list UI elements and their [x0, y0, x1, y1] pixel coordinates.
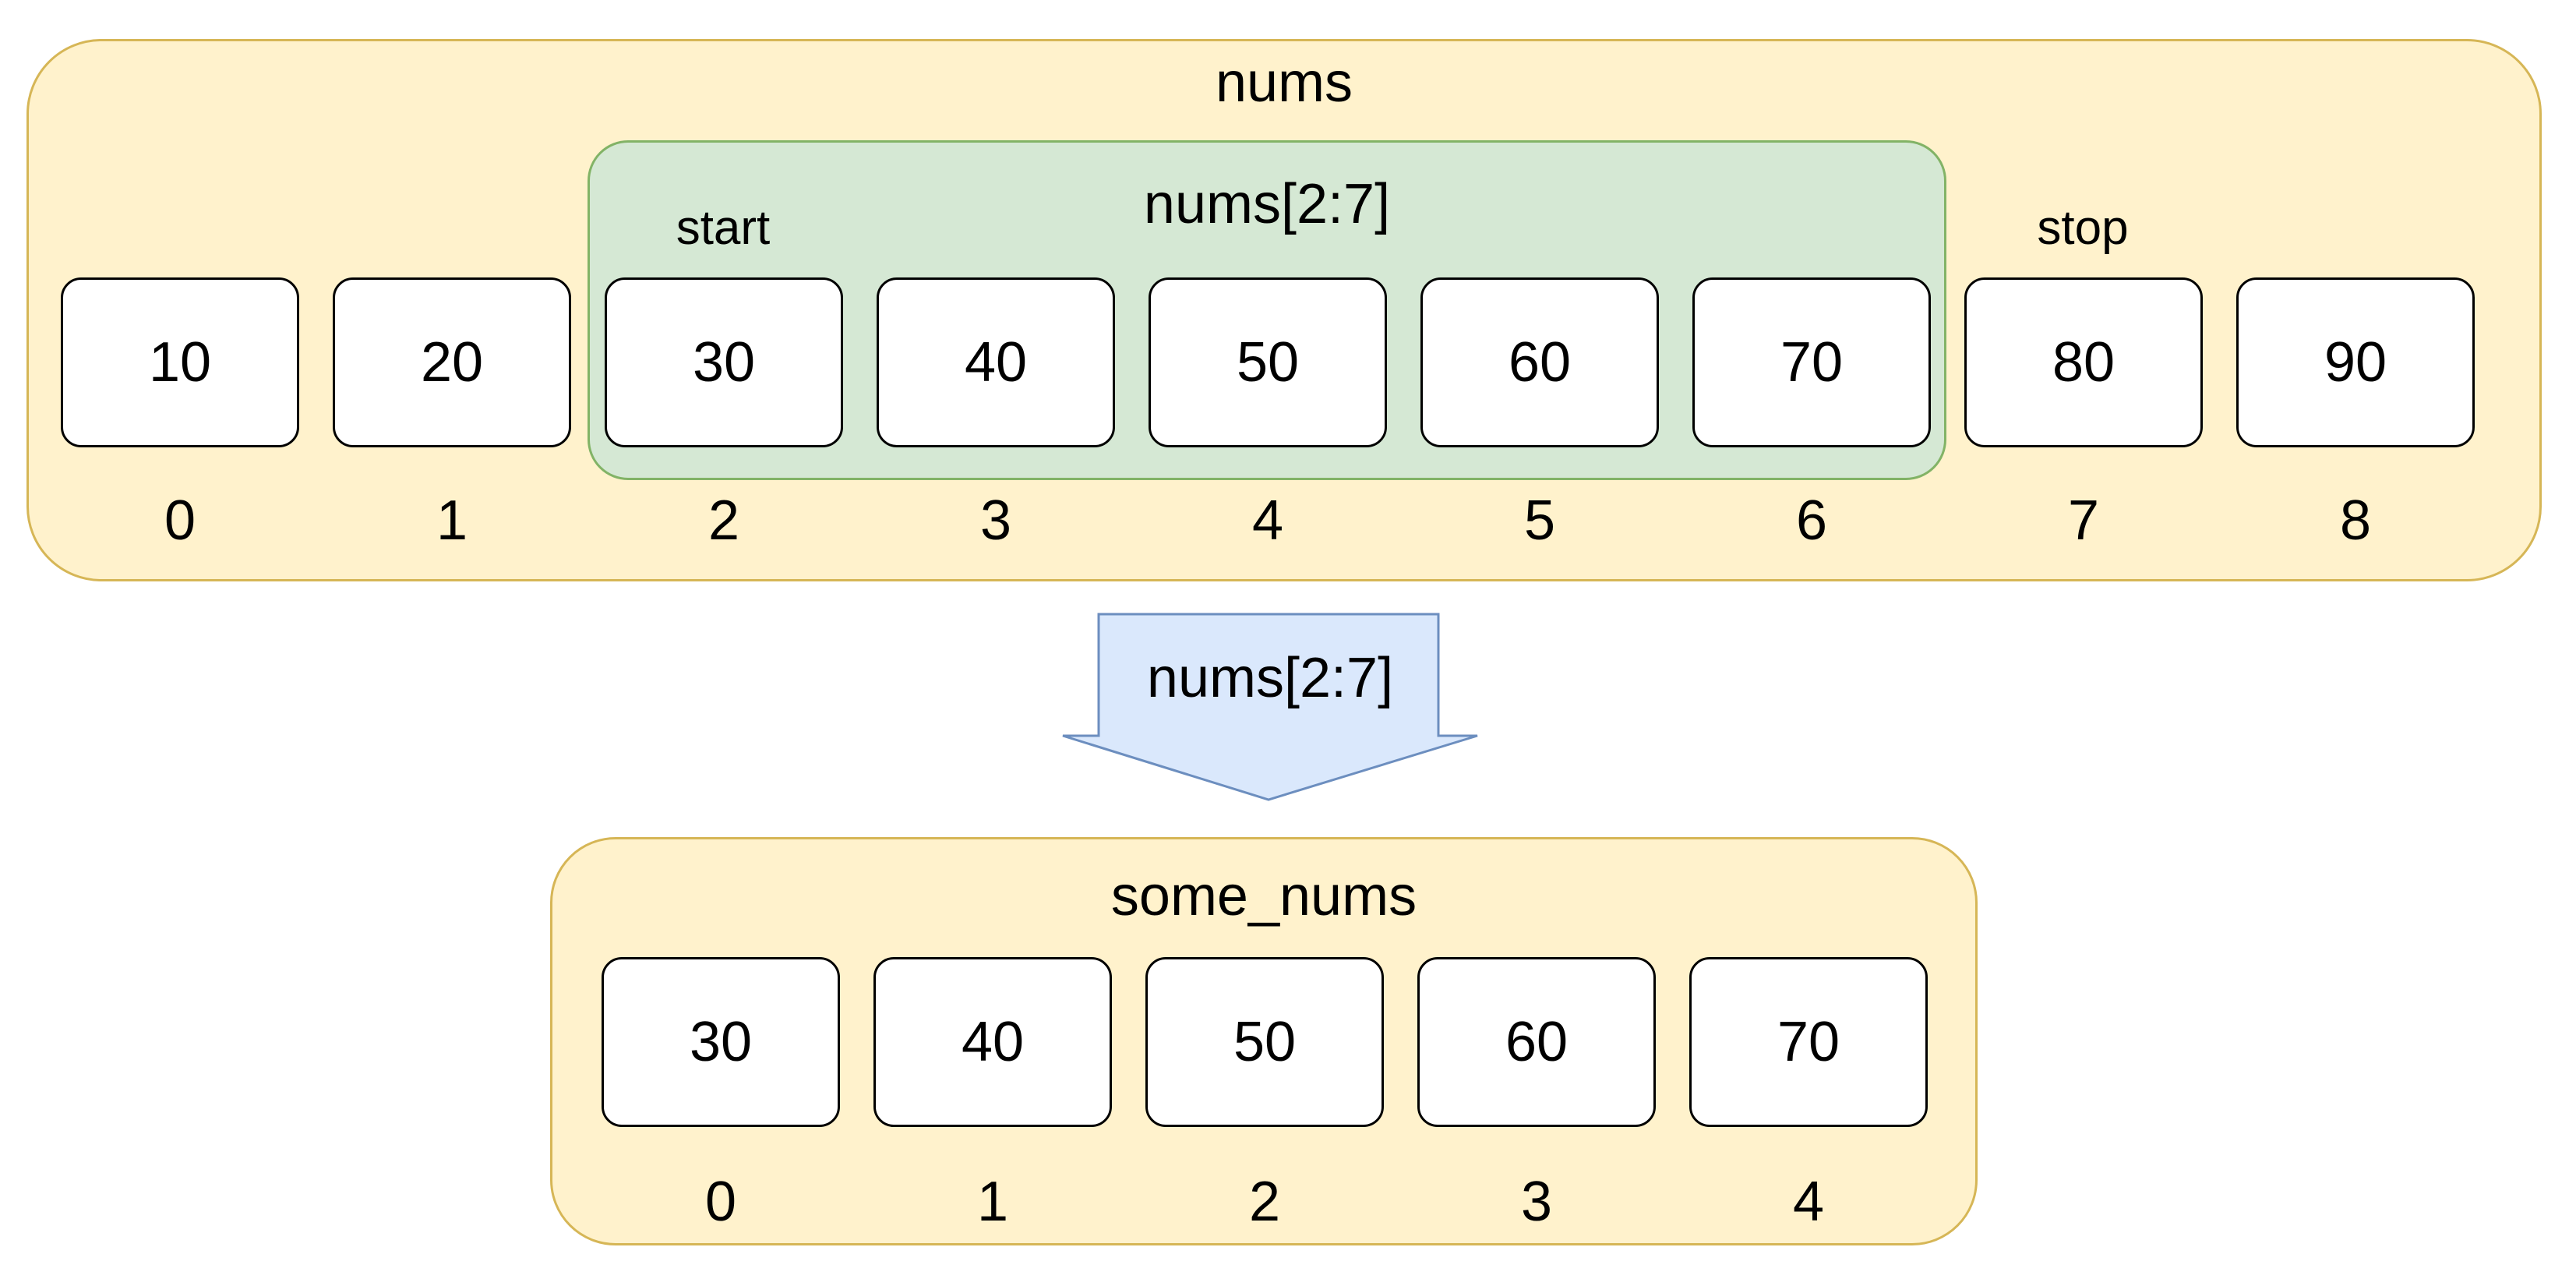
- nums-index: 8: [2339, 489, 2372, 552]
- nums-cell: 50: [1149, 277, 1387, 447]
- stop-label: stop: [2037, 201, 2129, 255]
- nums-index: 6: [1795, 489, 1828, 552]
- some-nums-index: 2: [1248, 1171, 1281, 1233]
- some-nums-index: 1: [976, 1171, 1009, 1233]
- nums-cell: 70: [1692, 277, 1931, 447]
- nums-array-title: nums: [1215, 51, 1353, 114]
- nums-cell: 20: [333, 277, 571, 447]
- down-arrow-icon: [1062, 613, 1478, 801]
- nums-cell: 40: [877, 277, 1115, 447]
- nums-cell: 30: [605, 277, 843, 447]
- nums-cell: 60: [1420, 277, 1659, 447]
- some-nums-cell: 40: [873, 957, 1112, 1127]
- some-nums-cell: 60: [1417, 957, 1656, 1127]
- nums-index: 5: [1523, 489, 1556, 552]
- some-nums-index: 0: [704, 1171, 737, 1233]
- nums-index: 1: [436, 489, 468, 552]
- start-label: start: [676, 201, 771, 255]
- slice-title: nums[2:7]: [1143, 173, 1391, 235]
- nums-index: 0: [164, 489, 196, 552]
- nums-cell: 80: [1964, 277, 2203, 447]
- nums-index: 4: [1251, 489, 1284, 552]
- nums-index: 7: [2067, 489, 2100, 552]
- nums-index: 3: [979, 489, 1012, 552]
- some-nums-array-title: some_nums: [1110, 865, 1417, 927]
- some-nums-cell: 50: [1145, 957, 1384, 1127]
- arrow-label: nums[2:7]: [1146, 647, 1394, 709]
- nums-cell: 10: [61, 277, 299, 447]
- some-nums-cell: 30: [602, 957, 840, 1127]
- some-nums-cell: 70: [1689, 957, 1928, 1127]
- some-nums-index: 3: [1520, 1171, 1553, 1233]
- some-nums-index: 4: [1792, 1171, 1825, 1233]
- nums-cell: 90: [2236, 277, 2475, 447]
- nums-index: 2: [708, 489, 740, 552]
